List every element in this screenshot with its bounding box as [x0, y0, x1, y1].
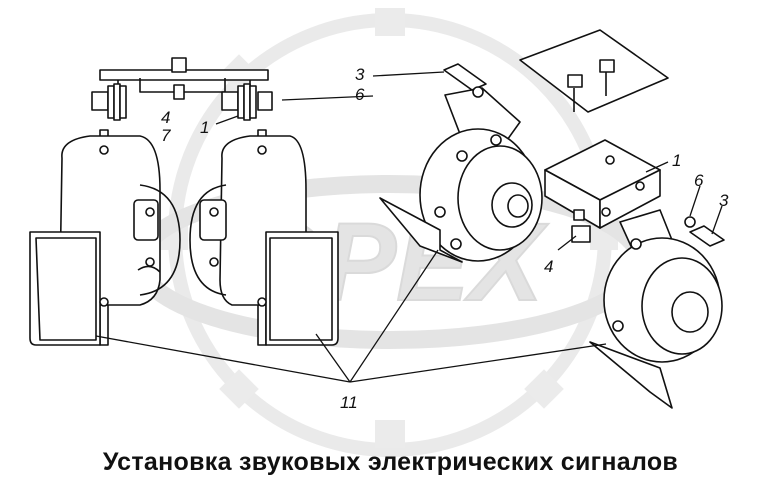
callout-right-4: 4	[544, 257, 553, 276]
callout-right-3-side: 3	[719, 191, 729, 210]
callout-right-3-top: 3	[355, 65, 365, 84]
leader-lines	[95, 71, 723, 383]
callout-right-1: 1	[672, 151, 681, 170]
callout-left-1: 1	[200, 118, 209, 137]
callout-right-6-top: 6	[355, 85, 365, 104]
callout-11: 11	[340, 393, 358, 412]
callout-labels: 4 7 1 3 6 1 4 6 3 11	[161, 65, 729, 412]
callout-left-4: 4	[161, 108, 170, 127]
right-lower-horn	[589, 209, 725, 409]
callout-right-6-side: 6	[694, 171, 704, 190]
angle-bracket	[544, 139, 661, 243]
figure-caption: Установка звуковых электрических сигнало…	[102, 448, 679, 476]
callout-left-7: 7	[161, 126, 171, 145]
right-upper-horn	[379, 29, 669, 263]
left-horn-assembly	[29, 57, 339, 346]
